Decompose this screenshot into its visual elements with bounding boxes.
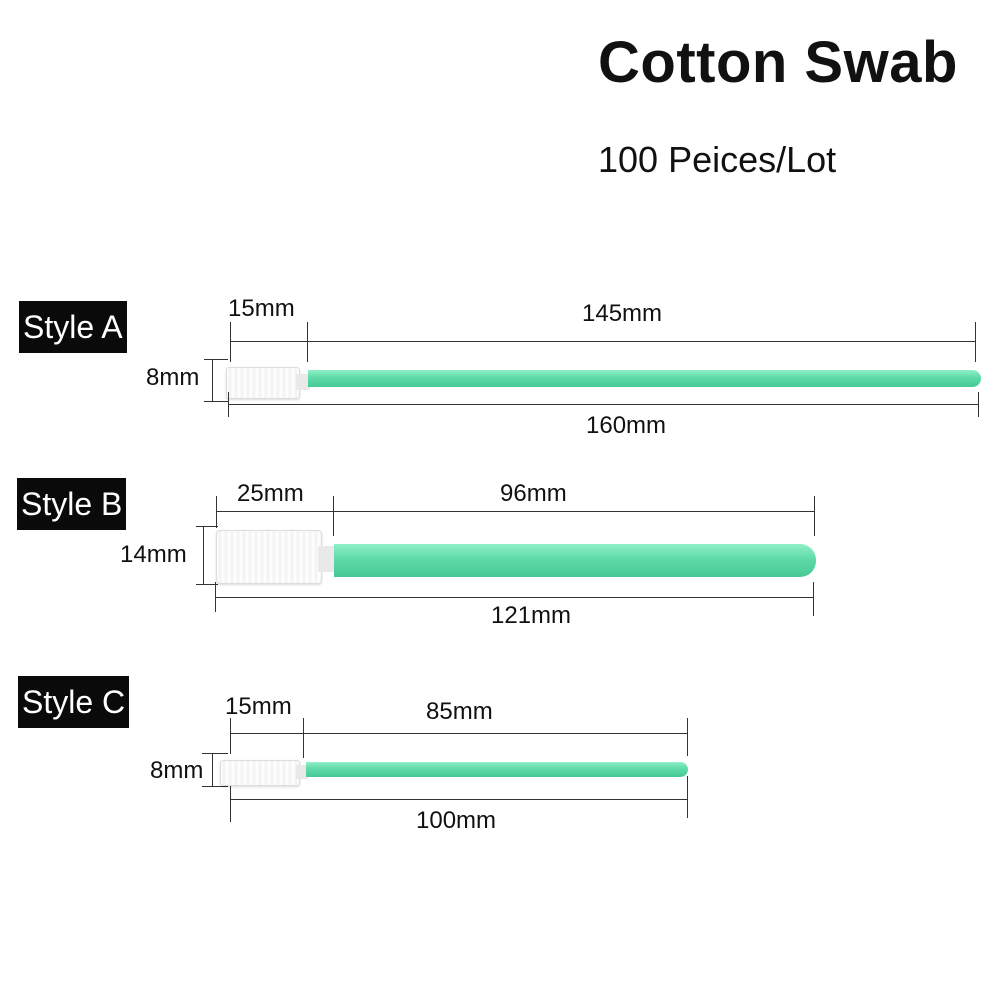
style-c-bottom-dimension-line [230,799,688,800]
style-a-label: Style A [19,301,127,353]
style-c-swab-head [220,760,300,786]
style-c-head-width: 8mm [150,757,204,784]
style-b-width-line [203,526,204,584]
style-c-total-end-tick [687,776,688,818]
style-c-width-top-tick [202,753,228,754]
style-b-width-bottom-tick [196,584,218,585]
style-c-swab-neck [296,765,308,779]
style-b-swab-head [216,530,322,584]
style-b-label: Style B [17,478,127,530]
style-a-swab-handle [308,370,981,387]
style-c-head-length: 15mm [225,693,292,720]
style-c-total-length: 100mm [416,807,497,834]
style-b-handle-length: 96mm [500,480,567,507]
style-c-handle-end-tick [687,718,688,756]
style-c-width-line [212,753,213,786]
style-c-label: Style C [18,676,130,728]
style-a-head-end-tick [307,322,308,362]
style-c-total-start-tick [230,786,231,822]
style-b-total-length: 121mm [491,602,572,629]
style-b-head-length: 25mm [237,480,304,507]
style-c-head-end-tick [303,718,304,758]
style-a-head-width: 8mm [146,364,200,391]
style-c-width-bottom-tick [202,786,228,787]
style-b-handle-end-tick [814,496,815,536]
style-c-top-dimension-line [230,733,688,734]
style-c-swab-handle [306,762,688,777]
style-a-handle-end-tick [975,322,976,362]
style-c-handle-length: 85mm [426,698,493,725]
style-a-head-length: 15mm [228,295,295,322]
page-title: Cotton Swab [598,30,958,95]
style-a-width-bottom-tick [204,401,228,402]
style-a-total-length: 160mm [586,412,667,439]
style-a-swab-head [226,367,300,399]
style-a-head-start-tick [230,322,231,362]
style-b-width-top-tick [196,526,218,527]
style-b-head-width: 14mm [120,541,187,568]
style-b-bottom-dimension-line [215,597,814,598]
page-subtitle: 100 Peices/Lot [598,139,837,180]
style-a-top-dimension-line [230,341,976,342]
style-a-handle-length: 145mm [582,300,663,327]
style-b-head-start-tick [216,496,217,528]
style-b-total-end-tick [813,582,814,616]
style-c-head-start-tick [230,718,231,754]
style-b-top-dimension-line [216,511,815,512]
style-a-width-top-tick [204,359,228,360]
style-a-bottom-dimension-line [228,404,978,405]
style-b-swab-handle [334,544,816,577]
style-a-width-line [212,359,213,401]
style-a-swab-neck [296,374,310,390]
style-b-swab-neck [318,546,336,572]
style-a-total-end-tick [978,392,979,417]
style-b-head-end-tick [333,496,334,536]
